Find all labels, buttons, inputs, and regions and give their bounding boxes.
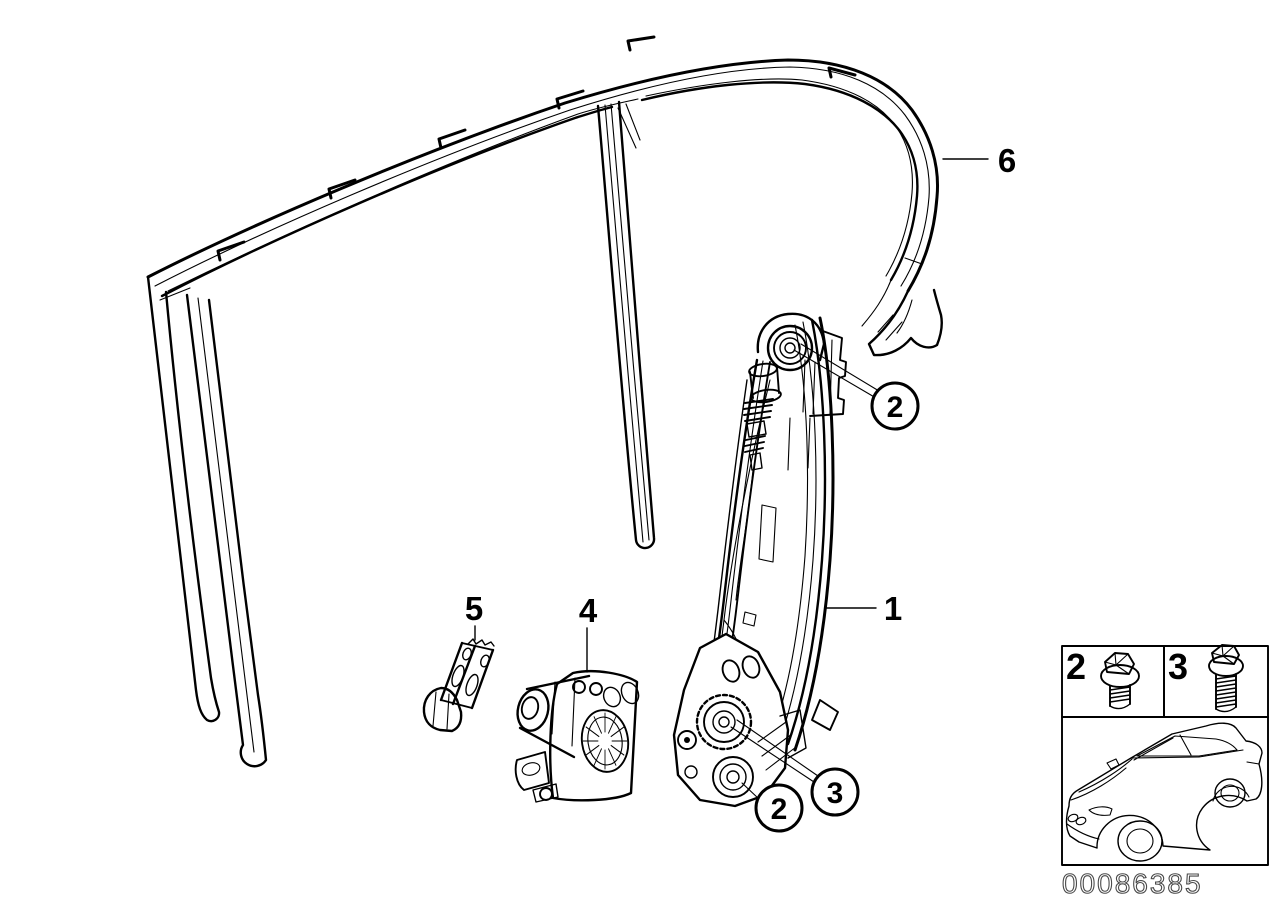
long-screw-icon [1208, 644, 1244, 713]
hardware-inset: 2 3 [1061, 644, 1269, 900]
regulator-top-pulley [766, 324, 814, 372]
regulator-lower-pulley [712, 756, 754, 798]
image-number: 00086385 [1062, 868, 1203, 899]
part-4-label[interactable]: 4 [579, 592, 598, 629]
regulator-cable-drum [695, 693, 753, 751]
inset-cell-screw-2[interactable]: 2 [1061, 645, 1165, 718]
frame-clip-marks [216, 35, 857, 262]
inset-screw-3-label: 3 [1168, 646, 1188, 687]
part-5-bracket [422, 638, 495, 733]
inset-cell-screw-3[interactable]: 3 [1163, 644, 1269, 718]
regulator-cable-tensioner [743, 362, 782, 471]
callout-2-lower[interactable]: 2 [741, 782, 804, 833]
callout-2-upper-number[interactable]: 2 [887, 391, 904, 424]
label-5[interactable]: 5 [465, 590, 483, 641]
part-1-window-regulator [672, 312, 847, 808]
label-4[interactable]: 4 [579, 592, 598, 673]
callout-3-lower[interactable]: 3 [730, 719, 860, 817]
label-1[interactable]: 1 [825, 590, 902, 627]
callout-2-upper[interactable]: 2 [793, 343, 920, 431]
car-illustration [1065, 722, 1263, 862]
short-screw-icon [1100, 652, 1140, 710]
part-5-label[interactable]: 5 [465, 590, 483, 627]
car-reference-box [1061, 716, 1269, 866]
callout-3-number[interactable]: 3 [827, 777, 844, 810]
part-4-motor [514, 669, 640, 803]
door-window-frame-outline [146, 35, 940, 768]
part-6-window-guide [640, 78, 943, 357]
part-6-label[interactable]: 6 [998, 142, 1016, 179]
callout-2-lower-number[interactable]: 2 [771, 793, 788, 826]
label-6[interactable]: 6 [942, 142, 1016, 179]
part-1-label[interactable]: 1 [884, 590, 902, 627]
inset-screw-2-label: 2 [1066, 646, 1086, 687]
